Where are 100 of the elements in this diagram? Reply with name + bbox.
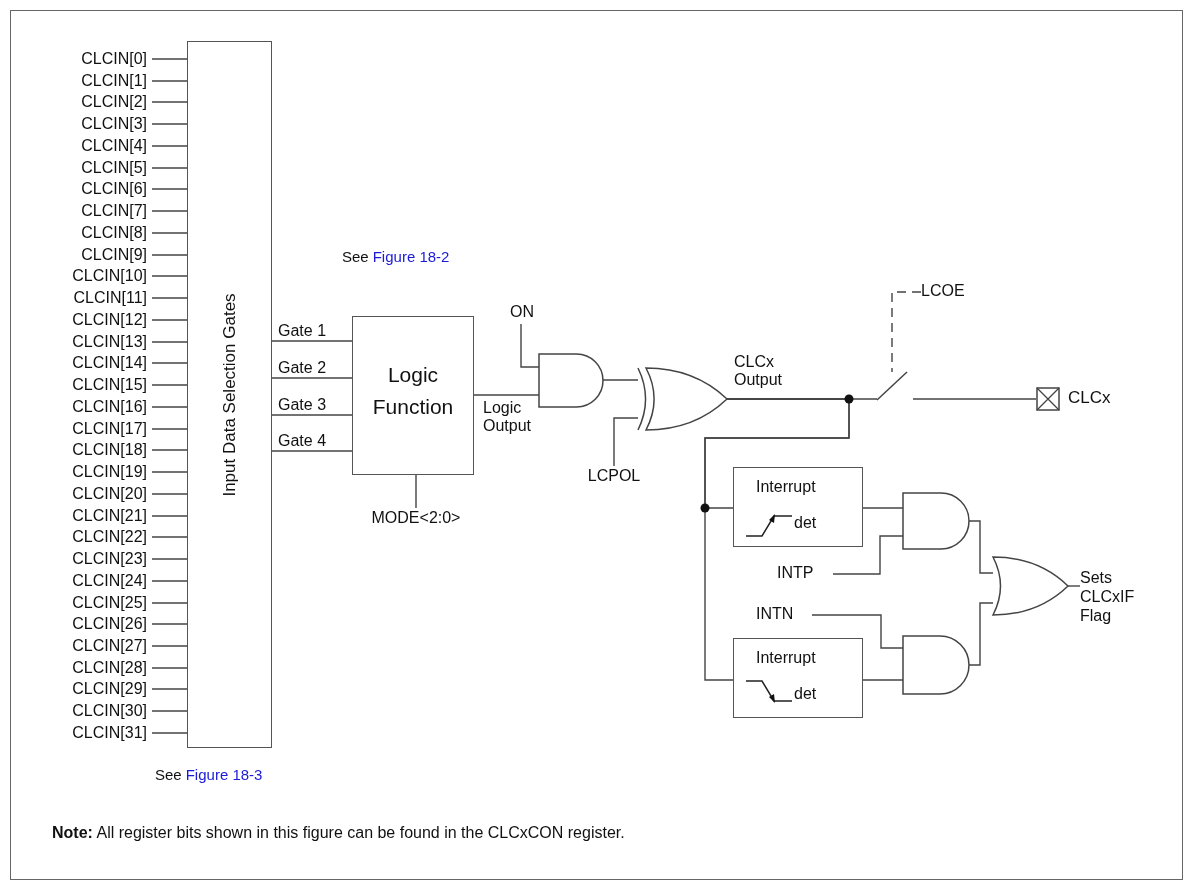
signal-wire xyxy=(151,580,188,582)
signal-wire xyxy=(151,667,188,669)
signal-wire xyxy=(151,188,188,190)
signal-label: CLCIN[31] xyxy=(30,723,152,743)
signal-wire xyxy=(151,80,188,82)
signal-wire xyxy=(151,319,188,321)
signal-label: LCOE xyxy=(921,281,979,303)
signal-wire xyxy=(602,379,639,381)
signal-label: CLCIN[4] xyxy=(30,136,152,156)
signal-label: CLCIN[16] xyxy=(30,397,152,417)
signal-wire xyxy=(151,558,188,560)
signal-wire xyxy=(151,362,188,364)
control-line xyxy=(891,291,922,373)
signal-wire xyxy=(151,297,188,299)
signal-wire xyxy=(613,417,639,467)
signal-wire xyxy=(151,688,188,690)
signal-label: INTN xyxy=(756,604,812,626)
signal-wire xyxy=(968,602,994,666)
detector-label: det xyxy=(794,685,817,703)
edge-label: CLCx Output xyxy=(734,353,784,389)
signal-wire xyxy=(151,710,188,712)
signal-wire xyxy=(151,493,188,495)
signal-label: CLCIN[28] xyxy=(30,658,152,678)
signal-wire xyxy=(968,520,994,574)
signal-label: CLCIN[11] xyxy=(30,288,152,308)
signal-wire xyxy=(704,398,850,681)
signal-label: ON xyxy=(505,302,539,324)
signal-label: CLCIN[1] xyxy=(30,71,152,91)
signal-wire xyxy=(151,449,188,451)
signal-wire xyxy=(271,450,353,452)
signal-wire xyxy=(151,428,188,430)
signal-wire xyxy=(151,536,188,538)
signal-label: CLCIN[17] xyxy=(30,419,152,439)
signal-wire xyxy=(1067,585,1081,587)
reference-text: See xyxy=(342,248,369,266)
signal-wire xyxy=(912,398,1037,400)
signal-wire xyxy=(151,145,188,147)
signal-wire xyxy=(151,232,188,234)
signal-label: CLCIN[19] xyxy=(30,462,152,482)
signal-wire xyxy=(151,167,188,169)
signal-wire xyxy=(151,384,188,386)
signal-wire xyxy=(520,323,540,368)
signal-wire xyxy=(473,394,540,396)
signal-wire xyxy=(151,210,188,212)
signal-label: CLCIN[26] xyxy=(30,614,152,634)
signal-label: CLCIN[25] xyxy=(30,593,152,613)
detector-label: Interrupt xyxy=(756,649,816,667)
signal-wire xyxy=(151,406,188,408)
signal-wire xyxy=(151,732,188,734)
detector-label: Interrupt xyxy=(756,478,816,496)
signal-label: CLCIN[29] xyxy=(30,679,152,699)
selection-gates-block xyxy=(187,41,272,748)
signal-label: CLCIN[21] xyxy=(30,506,152,526)
signal-wire xyxy=(415,474,417,509)
signal-label: CLCIN[15] xyxy=(30,375,152,395)
signal-wire xyxy=(151,275,188,277)
signal-label: Sets CLCxIF Flag xyxy=(1080,568,1152,628)
signal-label: CLCIN[12] xyxy=(30,310,152,330)
interrupt-detector-box xyxy=(733,638,863,718)
signal-wire xyxy=(151,602,188,604)
signal-label: CLCIN[14] xyxy=(30,353,152,373)
signal-wire xyxy=(811,614,904,649)
signal-wire xyxy=(151,254,188,256)
signal-wire xyxy=(151,623,188,625)
signal-label: CLCIN[20] xyxy=(30,484,152,504)
signal-wire xyxy=(151,341,188,343)
signal-label: MODE<2:0> xyxy=(366,508,466,530)
signal-label: CLCIN[3] xyxy=(30,114,152,134)
signal-label: CLCIN[6] xyxy=(30,179,152,199)
edge-label: Logic Output xyxy=(483,399,533,435)
signal-wire xyxy=(151,645,188,647)
figure-link: Figure 18-2 xyxy=(372,248,450,266)
note-text: Note: All register bits shown in this figure can be found in the CLCxCON register. xyxy=(52,824,625,842)
pin-label: CLCx xyxy=(1068,388,1111,408)
signal-wire xyxy=(271,377,353,379)
signal-label: CLCIN[0] xyxy=(30,49,152,69)
signal-label: LCPOL xyxy=(577,466,651,490)
signal-wire xyxy=(151,58,188,60)
reference-text: See xyxy=(155,766,182,784)
signal-wire xyxy=(832,535,904,575)
signal-label: CLCIN[23] xyxy=(30,549,152,569)
signal-label: CLCIN[7] xyxy=(30,201,152,221)
signal-wire xyxy=(151,123,188,125)
interrupt-detector-box xyxy=(733,467,863,547)
signal-label: CLCIN[18] xyxy=(30,440,152,460)
signal-label: CLCIN[27] xyxy=(30,636,152,656)
signal-label: CLCIN[10] xyxy=(30,266,152,286)
figure-link: Figure 18-3 xyxy=(185,766,263,784)
signal-wire xyxy=(271,340,353,342)
signal-label: CLCIN[13] xyxy=(30,332,152,352)
signal-wire xyxy=(271,414,353,416)
signal-label: CLCIN[22] xyxy=(30,527,152,547)
signal-label: CLCIN[24] xyxy=(30,571,152,591)
signal-label: CLCIN[8] xyxy=(30,223,152,243)
logic-function-block xyxy=(352,316,474,475)
signal-label: CLCIN[9] xyxy=(30,245,152,265)
detector-label: det xyxy=(794,514,817,532)
signal-label: CLCIN[30] xyxy=(30,701,152,721)
signal-wire xyxy=(151,515,188,517)
block-label: Logic Function xyxy=(371,362,455,420)
